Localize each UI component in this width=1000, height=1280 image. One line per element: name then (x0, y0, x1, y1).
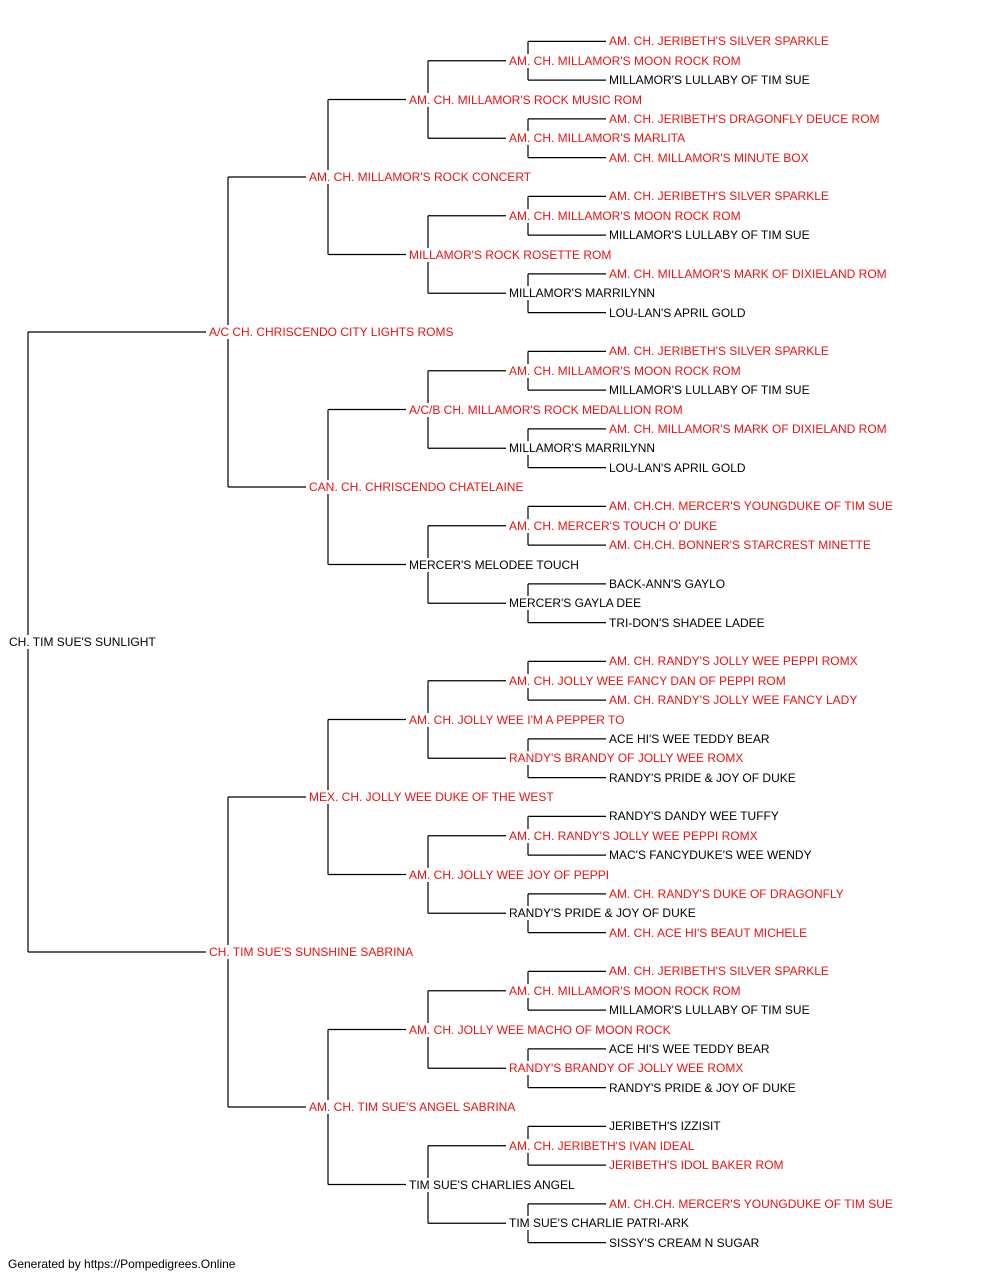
pedigree-node-sire-dam-dam-dam-sire: BACK-ANN'S GAYLO (608, 576, 727, 591)
pedigree-node-dam-dam-dam-sire-dam: JERIBETH'S IDOL BAKER ROM (608, 1158, 785, 1173)
pedigree-node-sire-dam-dam-sire-dam: AM. CH.CH. BONNER'S STARCREST MINETTE (608, 538, 872, 553)
pedigree-node-dam-sire-sire-sire-sire: AM. CH. RANDY'S JOLLY WEE PEPPI ROMX (608, 654, 859, 669)
pedigree-node-dam-dam-dam-dam-sire: AM. CH.CH. MERCER'S YOUNGDUKE OF TIM SUE (608, 1196, 894, 1211)
pedigree-node-dam-sire-dam-dam-sire: AM. CH. RANDY'S DUKE OF DRAGONFLY (608, 886, 845, 901)
pedigree-node-dam: CH. TIM SUE'S SUNSHINE SABRINA (208, 945, 415, 959)
pedigree-node-dam-sire-dam-sire-dam: MAC'S FANCYDUKE'S WEE WENDY (608, 848, 813, 863)
pedigree-node-dam-sire-sire: AM. CH. JOLLY WEE I'M A PEPPER TO (408, 712, 626, 727)
pedigree-node-sire-dam-dam-sire: AM. CH. MERCER'S TOUCH O' DUKE (508, 518, 719, 533)
pedigree-node-dam-sire-dam-dam-dam: AM. CH. ACE HI'S BEAUT MICHELE (608, 925, 809, 940)
pedigree-node-sire-dam-sire-sire: AM. CH. MILLAMOR'S MOON ROCK ROM (508, 363, 742, 378)
pedigree-node-dam-sire-sire-dam-dam: RANDY'S PRIDE & JOY OF DUKE (608, 770, 797, 785)
pedigree-node-dam-sire-sire-sire-dam: AM. CH. RANDY'S JOLLY WEE FANCY LADY (608, 693, 859, 708)
pedigree-node-sire-sire-sire-dam-dam: AM. CH. MILLAMOR'S MINUTE BOX (608, 150, 810, 165)
pedigree-node-dam-sire: MEX. CH. JOLLY WEE DUKE OF THE WEST (308, 790, 555, 804)
pedigree-node-sire-sire-dam: MILLAMOR'S ROCK ROSETTE ROM (408, 247, 613, 262)
pedigree-node-sire-sire-dam-sire: AM. CH. MILLAMOR'S MOON ROCK ROM (508, 208, 742, 223)
pedigree-node-sire-dam-dam-sire-sire: AM. CH.CH. MERCER'S YOUNGDUKE OF TIM SUE (608, 499, 894, 514)
pedigree-node-dam-sire-dam-sire-sire: RANDY'S DANDY WEE TUFFY (608, 809, 780, 824)
pedigree-node-dam-dam-sire-dam-dam: RANDY'S PRIDE & JOY OF DUKE (608, 1080, 797, 1095)
pedigree-node-sire-dam-sire: A/C/B CH. MILLAMOR'S ROCK MEDALLION ROM (408, 402, 684, 417)
pedigree-node-sire-sire-dam-dam-dam: LOU-LAN'S APRIL GOLD (608, 305, 747, 320)
pedigree-node-sire-dam-sire-dam: MILLAMOR'S MARRILYNN (508, 441, 657, 456)
pedigree-node-sire-sire-sire-dam-sire: AM. CH. JERIBETH'S DRAGONFLY DEUCE ROM (608, 111, 881, 126)
pedigree-node-sire-sire-sire: AM. CH. MILLAMOR'S ROCK MUSIC ROM (408, 92, 643, 107)
pedigree-node-sire: A/C CH. CHRISCENDO CITY LIGHTS ROMS (208, 325, 455, 339)
pedigree-node-sire-sire-dam-dam: MILLAMOR'S MARRILYNN (508, 286, 657, 301)
pedigree-node-dam-sire-sire-dam-sire: ACE HI'S WEE TEDDY BEAR (608, 731, 771, 746)
pedigree-node-dam-dam-sire-sire-sire: AM. CH. JERIBETH'S SILVER SPARKLE (608, 964, 830, 979)
pedigree-node-dam-dam-sire-dam: RANDY'S BRANDY OF JOLLY WEE ROMX (508, 1061, 745, 1076)
pedigree-node-sire-dam-sire-dam-dam: LOU-LAN'S APRIL GOLD (608, 460, 747, 475)
pedigree-node-dam-dam-dam-dam: TIM SUE'S CHARLIE PATRI-ARK (508, 1216, 690, 1231)
pedigree-node-sire-sire-sire-sire-dam: MILLAMOR'S LULLABY OF TIM SUE (608, 73, 811, 88)
pedigree-node-sire-dam-dam-dam-dam: TRI-DON'S SHADEE LADEE (608, 615, 766, 630)
generated-by-footer: Generated by https://Pompedigrees.Online (8, 1257, 236, 1271)
pedigree-node-sire-sire-dam-sire-sire: AM. CH. JERIBETH'S SILVER SPARKLE (608, 189, 830, 204)
pedigree-node-sire-dam-sire-sire-dam: MILLAMOR'S LULLABY OF TIM SUE (608, 383, 811, 398)
pedigree-node-sire-dam-sire-dam-sire: AM. CH. MILLAMOR'S MARK OF DIXIELAND ROM (608, 421, 888, 436)
pedigree-node-dam-dam-sire-sire-dam: MILLAMOR'S LULLABY OF TIM SUE (608, 1003, 811, 1018)
pedigree-node-sire-dam-dam: MERCER'S MELODEE TOUCH (408, 557, 580, 572)
pedigree-node-dam-dam-sire: AM. CH. JOLLY WEE MACHO OF MOON ROCK (408, 1022, 672, 1037)
pedigree-node-sire-sire-sire-sire: AM. CH. MILLAMOR'S MOON ROCK ROM (508, 53, 742, 68)
pedigree-node-dam-sire-dam-sire: AM. CH. RANDY'S JOLLY WEE PEPPI ROMX (508, 828, 759, 843)
pedigree-node-dam-dam-dam-sire-sire: JERIBETH'S IZZISIT (608, 1119, 722, 1134)
pedigree-node-subject: CH. TIM SUE'S SUNLIGHT (8, 635, 157, 649)
pedigree-node-sire-sire: AM. CH. MILLAMOR'S ROCK CONCERT (308, 170, 533, 184)
pedigree-node-dam-sire-sire-sire: AM. CH. JOLLY WEE FANCY DAN OF PEPPI ROM (508, 673, 787, 688)
pedigree-node-sire-sire-dam-dam-sire: AM. CH. MILLAMOR'S MARK OF DIXIELAND ROM (608, 266, 888, 281)
pedigree-node-dam-dam-dam: TIM SUE'S CHARLIES ANGEL (408, 1177, 576, 1192)
pedigree-node-dam-sire-dam: AM. CH. JOLLY WEE JOY OF PEPPI (408, 867, 611, 882)
pedigree-node-sire-sire-sire-dam: AM. CH. MILLAMOR'S MARLITA (508, 131, 687, 146)
pedigree-node-sire-dam: CAN. CH. CHRISCENDO CHATELAINE (308, 480, 525, 494)
pedigree-node-sire-sire-sire-sire-sire: AM. CH. JERIBETH'S SILVER SPARKLE (608, 34, 830, 49)
pedigree-node-dam-dam-sire-dam-sire: ACE HI'S WEE TEDDY BEAR (608, 1041, 771, 1056)
pedigree-node-sire-dam-dam-dam: MERCER'S GAYLA DEE (508, 596, 643, 611)
pedigree-node-sire-dam-sire-sire-sire: AM. CH. JERIBETH'S SILVER SPARKLE (608, 344, 830, 359)
pedigree-node-dam-dam-dam-dam-dam: SISSY'S CREAM N SUGAR (608, 1235, 761, 1250)
pedigree-node-dam-sire-dam-dam: RANDY'S PRIDE & JOY OF DUKE (508, 906, 697, 921)
pedigree-node-dam-dam-dam-sire: AM. CH. JERIBETH'S IVAN IDEAL (508, 1138, 696, 1153)
pedigree-node-dam-sire-sire-dam: RANDY'S BRANDY OF JOLLY WEE ROMX (508, 751, 745, 766)
pedigree-node-dam-dam-sire-sire: AM. CH. MILLAMOR'S MOON ROCK ROM (508, 983, 742, 998)
pedigree-node-dam-dam: AM. CH. TIM SUE'S ANGEL SABRINA (308, 1100, 517, 1114)
pedigree-node-sire-sire-dam-sire-dam: MILLAMOR'S LULLABY OF TIM SUE (608, 228, 811, 243)
